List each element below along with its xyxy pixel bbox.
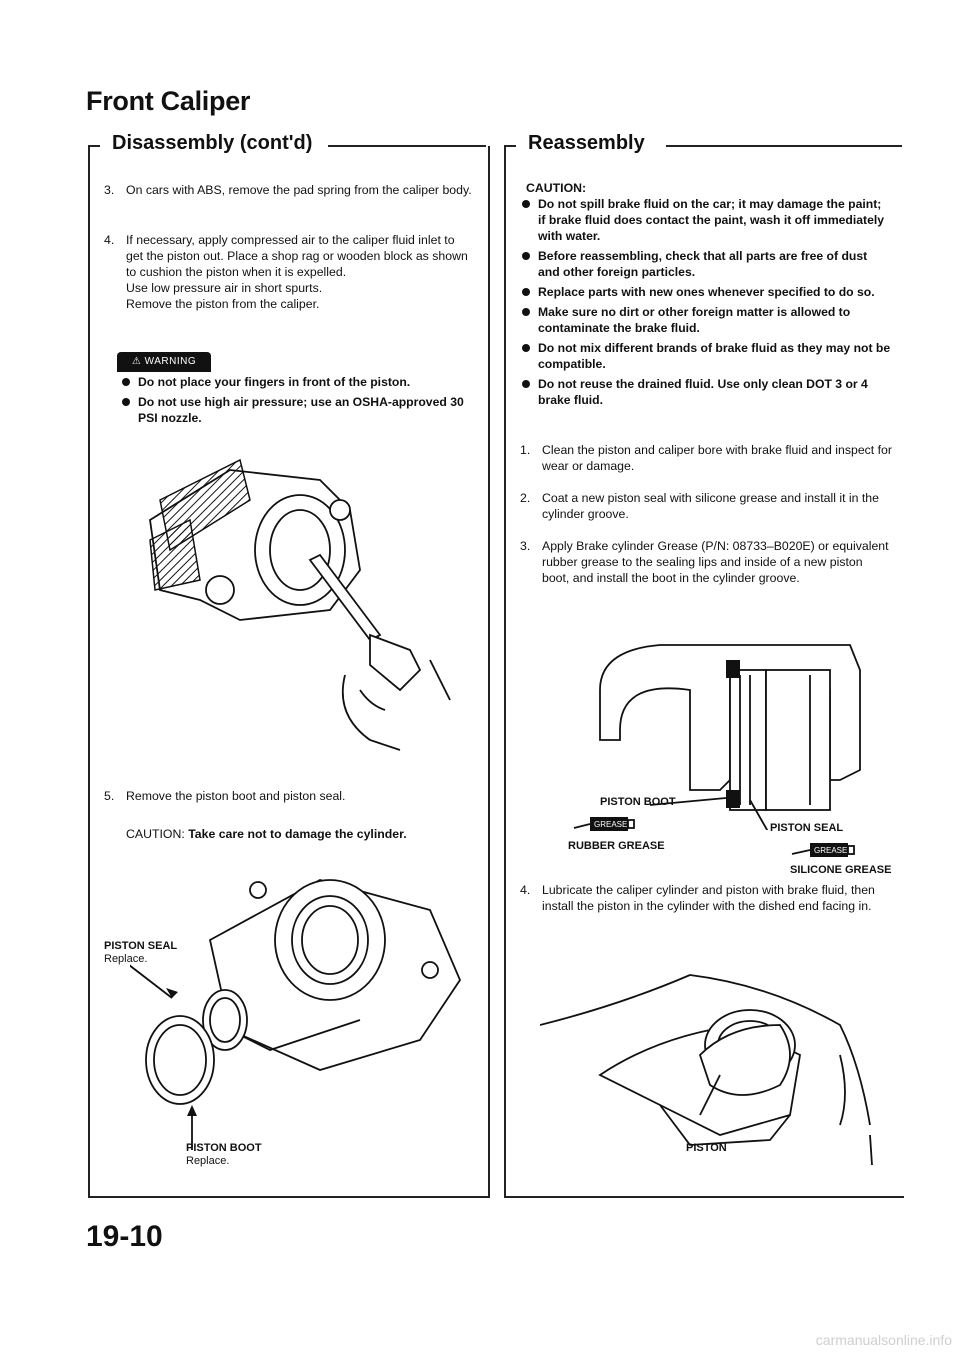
reassembly-step-4: 4. Lubricate the caliper cylinder and pi… [520, 883, 875, 913]
page-number: 19-10 [86, 1220, 163, 1253]
step-text: If necessary, apply compressed air to th… [126, 233, 468, 279]
caution-text: Take care not to damage the cylinder. [188, 827, 407, 841]
step-number: 3. [104, 183, 115, 197]
air-gun-figure [149, 458, 451, 751]
piston-label: PISTON [686, 1142, 727, 1154]
caution-item: Make sure no dirt or other foreign matte… [520, 304, 892, 336]
step-text: Remove the piston boot and piston seal. [126, 789, 346, 803]
caution-item: Replace parts with new ones whenever spe… [520, 284, 892, 300]
caliper-seal-figure [130, 879, 462, 1150]
warning-badge: ⚠ WARNING [117, 352, 211, 372]
caution-item: Before reassembling, check that all part… [520, 248, 892, 280]
caution-item: Do not reuse the drained fluid. Use only… [520, 376, 892, 408]
reassembly-step-1: 1. Clean the piston and caliper bore wit… [520, 443, 892, 473]
silicone-grease-tube-icon: GREASE [791, 843, 855, 857]
step-4: 4. If necessary, apply compressed air to… [104, 232, 472, 312]
heading-rule [328, 145, 486, 147]
piston-seal-label: PISTON SEAL Replace. [104, 940, 178, 965]
piston-seal-label: PISTON SEAL [770, 822, 844, 834]
caution-note: CAUTION: Take care not to damage the cyl… [126, 826, 476, 842]
caution-item: Do not mix different brands of brake flu… [520, 340, 892, 372]
piston-install-figure [540, 974, 873, 1166]
heading-rule [666, 145, 902, 147]
reassembly-step-2: 2. Coat a new piston seal with silicone … [520, 491, 879, 521]
silicone-grease-label: SILICONE GREASE [790, 864, 892, 876]
reassembly-caution-list: Do not spill brake fluid on the car; it … [520, 196, 892, 412]
step-text-extra: Use low pressure air in short spurts. [126, 281, 323, 295]
svg-text:GREASE: GREASE [814, 846, 847, 855]
caution-item: Do not spill brake fluid on the car; it … [520, 196, 892, 244]
disassembly-frame [88, 146, 490, 1198]
warning-list: Do not place your fingers in front of th… [120, 374, 476, 430]
footer-rule [504, 1196, 902, 1198]
piston-boot-label: PISTON BOOT Replace. [186, 1142, 262, 1167]
disassembly-heading: Disassembly (cont'd) [104, 128, 321, 158]
step-text-extra: Remove the piston from the caliper. [126, 297, 320, 311]
piston-boot-label: PISTON BOOT [600, 796, 676, 808]
frame-tick [88, 145, 100, 147]
page-title: Front Caliper [86, 86, 251, 116]
rubber-grease-label: RUBBER GREASE [568, 840, 665, 852]
frame-tick [504, 145, 516, 147]
step-3: 3. On cars with ABS, remove the pad spri… [104, 182, 472, 198]
warning-item: Do not use high air pressure; use an OSH… [120, 394, 476, 426]
step-text: On cars with ABS, remove the pad spring … [126, 183, 472, 197]
step-5: 5. Remove the piston boot and piston sea… [104, 788, 472, 804]
caliper-cross-section-figure [599, 644, 861, 830]
rubber-grease-tube-icon: GREASE [573, 817, 635, 831]
reassembly-heading: Reassembly [520, 128, 653, 158]
reassembly-step-3: 3. Apply Brake cylinder Grease (P/N: 087… [520, 539, 889, 585]
caution-label: CAUTION: [126, 827, 185, 841]
reassembly-caution-label: CAUTION: [526, 181, 587, 195]
svg-text:GREASE: GREASE [594, 820, 627, 829]
step-number: 4. [104, 233, 115, 247]
watermark: carmanualsonline.info [815, 1332, 952, 1348]
warning-item: Do not place your fingers in front of th… [120, 374, 476, 390]
step-number: 5. [104, 789, 115, 803]
